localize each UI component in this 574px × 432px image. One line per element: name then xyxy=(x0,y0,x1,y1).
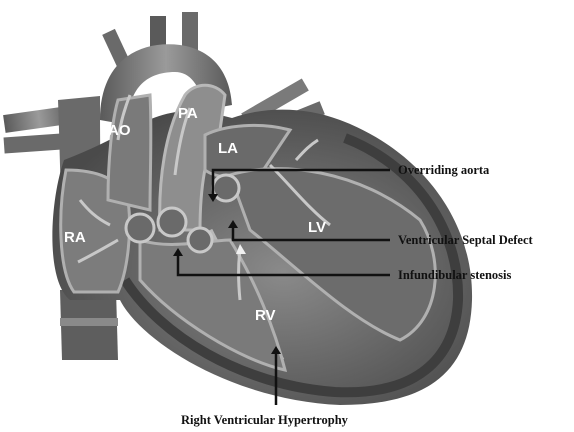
callout-rvh: Right Ventricular Hypertrophy xyxy=(181,413,349,427)
label-rv: RV xyxy=(255,307,276,324)
pulmonary-valve xyxy=(188,228,212,252)
callout-vsd: Ventricular Septal Defect xyxy=(398,233,534,247)
aorta xyxy=(108,95,151,210)
label-pa: PA xyxy=(178,105,198,122)
aortic-valve xyxy=(158,208,186,236)
ivc-band xyxy=(60,318,118,326)
mitral-valve xyxy=(213,175,239,201)
label-ra: RA xyxy=(64,229,86,246)
label-la: LA xyxy=(218,140,238,157)
tricuspid-valve xyxy=(126,214,154,242)
label-ao: AO xyxy=(108,122,131,139)
callout-overriding-aorta: Overriding aorta xyxy=(398,163,490,177)
label-lv: LV xyxy=(308,219,326,236)
callout-infundibular-stenosis: Infundibular stenosis xyxy=(398,268,511,282)
